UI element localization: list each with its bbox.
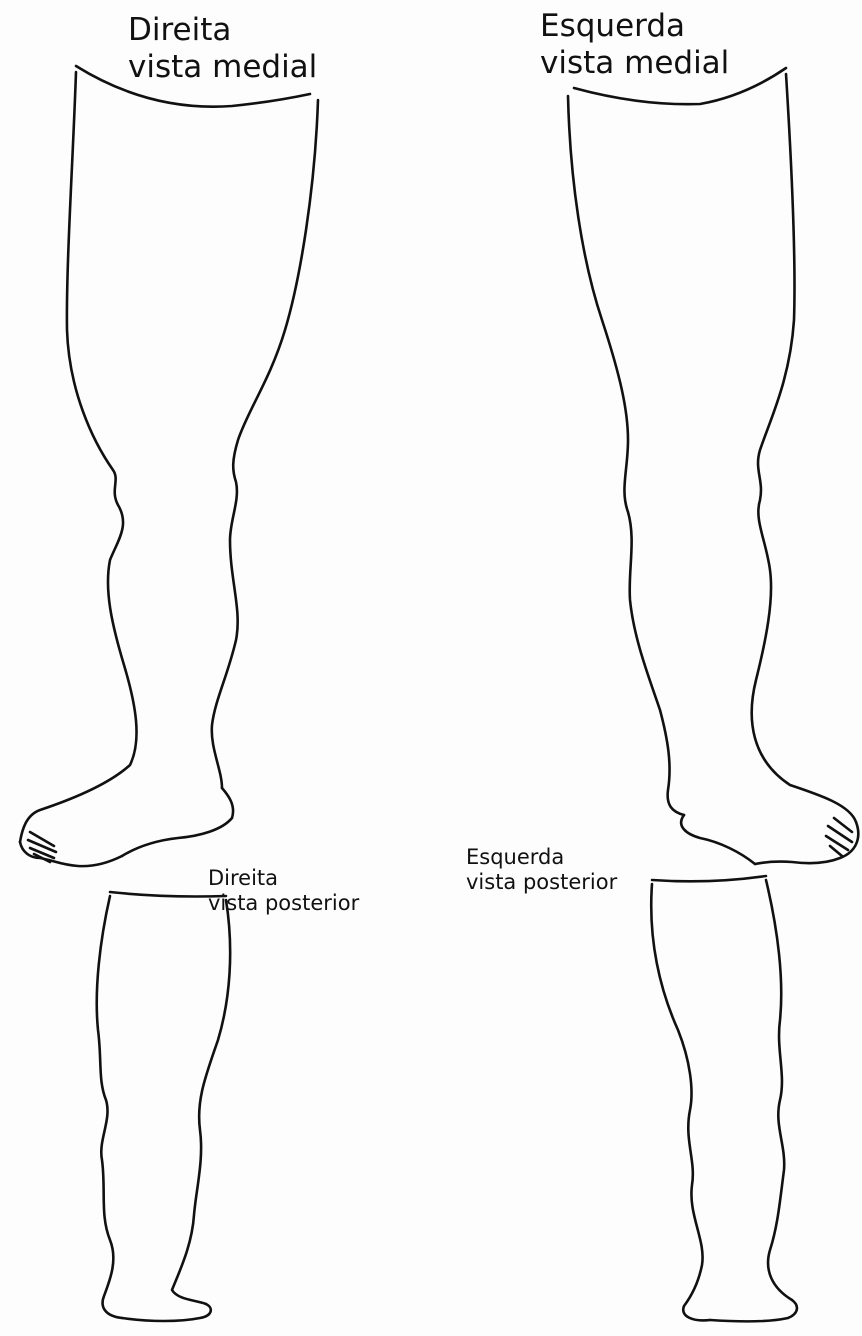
right-medial-inner-contour (212, 100, 318, 788)
right-posterior-top (110, 892, 226, 897)
left-medial-thigh-top (574, 68, 786, 104)
left-leg-posterior-outline (651, 876, 797, 1321)
left-posterior-left-contour (651, 884, 710, 1320)
right-leg-posterior-outline (97, 892, 230, 1321)
left-medial-toes (755, 822, 858, 864)
left-posterior-top (652, 876, 766, 881)
right-medial-toe-crease-1 (30, 832, 54, 846)
left-medial-outer-contour (752, 74, 856, 822)
left-medial-sole (681, 815, 755, 864)
right-posterior-left-contour (97, 896, 122, 1318)
left-leg-medial-outline (568, 68, 858, 864)
right-posterior-sole (122, 1304, 211, 1321)
right-medial-thigh-top (76, 66, 310, 107)
left-posterior-sole (710, 1300, 797, 1321)
right-posterior-right-contour (172, 900, 230, 1304)
left-medial-toe-crease-1 (834, 818, 852, 832)
right-leg-medial-outline (20, 66, 318, 866)
right-medial-outer-contour (20, 72, 137, 842)
left-posterior-right-contour (766, 880, 792, 1300)
right-medial-sole (122, 788, 233, 856)
left-medial-inner-contour (568, 96, 684, 815)
left-medial-toe-crease-4 (830, 846, 842, 856)
